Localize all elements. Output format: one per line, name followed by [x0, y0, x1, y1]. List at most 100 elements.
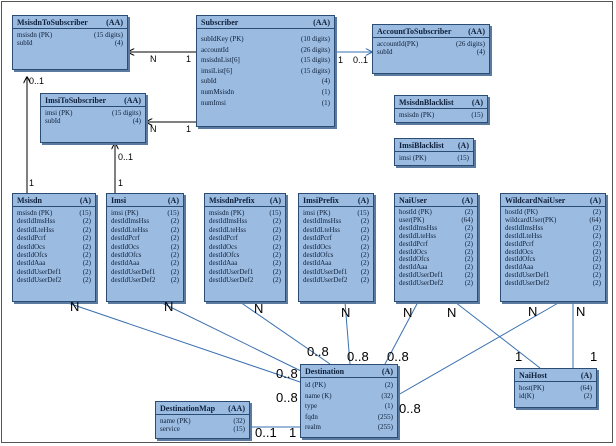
attribute-row: subId(4) — [45, 117, 141, 125]
attribute-row: imsi (PK)(15) — [303, 209, 369, 217]
entity-header: AccountToSubscriber(AA) — [373, 25, 489, 38]
multiplicity-label: 0..8 — [307, 344, 329, 359]
imsi-entity: Imsi(A) imsi (PK)(15)destIdImsHss(2)dest… — [106, 193, 184, 302]
attribute-size: (15) — [233, 425, 245, 434]
attribute-name: imsi (PK) — [399, 154, 427, 162]
multiplicity-label: N — [150, 124, 157, 134]
attribute-row: imsi (PK)(15) — [399, 154, 469, 162]
multiplicity-label: N — [70, 299, 80, 314]
entity-name: WildcardNaiUser — [505, 196, 566, 205]
attribute-list: name (PK)(32)service(15) — [156, 415, 249, 436]
attribute-row: destIdOfcs(2) — [303, 251, 369, 259]
attribute-name: imsi (PK) — [45, 109, 73, 117]
attribute-name: destIdAaa — [399, 263, 428, 272]
attribute-name: imsi (PK) — [111, 209, 139, 217]
attribute-row: accountId(PK)(26 digits) — [377, 40, 485, 48]
entity-tag: (A) — [357, 196, 369, 205]
attribute-name: subId — [17, 39, 33, 48]
nai-user-entity: NaiUser(A) hostId (PK)(2)user(PK)(64)des… — [394, 193, 478, 302]
attribute-list: subIdKey (PK)(10 digits)accountId(26 dig… — [197, 29, 334, 110]
attribute-size: (255) — [377, 412, 393, 421]
attribute-row: numMsisdn(1) — [201, 87, 330, 98]
attribute-size: (2) — [272, 234, 281, 243]
attribute-size: (2) — [272, 259, 281, 268]
attribute-size: (2) — [360, 242, 369, 251]
destination-entity: Destination(A) id (PK)(2)name (K)(32)typ… — [300, 364, 398, 438]
attribute-name: destIdOcs — [209, 242, 237, 251]
attribute-row: destIdLteHss (2) — [17, 226, 91, 234]
attribute-name: fqdn — [305, 412, 318, 421]
attribute-name: destIdLteHss — [505, 231, 542, 240]
entity-name: Destination — [305, 367, 345, 376]
attribute-size: (2) — [170, 217, 179, 226]
attribute-list: hostId (PK)(2)user(PK)(64)destIdImsHss(2… — [395, 207, 477, 290]
attribute-row: id(K)(2) — [519, 392, 592, 400]
multiplicity-label: 0..1 — [353, 55, 369, 65]
attribute-size: (2) — [360, 234, 369, 243]
attribute-size: (2) — [583, 392, 592, 401]
attribute-row: destIdOcs(2) — [17, 243, 91, 251]
entity-header: ImsiPrefix(A) — [299, 194, 373, 207]
imsi-blacklist-entity: ImsiBlacklist(A) imsi (PK)(15) — [394, 138, 474, 166]
attribute-row: destIdAaa(2) — [303, 259, 369, 267]
entity-tag: (AA) — [228, 404, 245, 413]
entity-tag: (A) — [381, 367, 393, 376]
attribute-name: destIdLteHss — [17, 225, 54, 234]
attribute-list: imsi (PK)(15)destIdImsHss(2)destIdLteHss… — [107, 207, 183, 287]
entity-header: MsisdnToSubscriber (AA) — [13, 16, 127, 29]
attribute-size: (64) — [461, 215, 473, 224]
entity-name: MsisdnToSubscriber — [17, 18, 88, 27]
multiplicity-label: N — [447, 305, 457, 320]
attribute-size: (1) — [321, 87, 330, 96]
attribute-row: destIdPcrf(2) — [209, 234, 281, 242]
attribute-name: wildcardUser(PK) — [505, 215, 557, 224]
attribute-name: destIdUserDef1 — [111, 267, 156, 276]
attribute-name: hostId (PK) — [505, 208, 538, 216]
attribute-size: (15 digits) — [301, 56, 330, 65]
msisdn-to-subscriber-entity: MsisdnToSubscriber(AA) msisdn (PK)(15 di… — [12, 15, 128, 70]
attribute-size: (1) — [321, 98, 330, 107]
attribute-size: (2) — [82, 276, 91, 285]
attribute-name: subId — [377, 48, 393, 57]
attribute-name: destIdOcs — [111, 242, 139, 251]
attribute-row: destIdAaa (2) — [209, 259, 281, 267]
attribute-size: (2) — [82, 225, 91, 234]
attribute-size: (2) — [592, 271, 601, 280]
attribute-row: destIdOfcs(2) — [111, 251, 179, 259]
multiplicity-label: N — [403, 305, 413, 320]
attribute-size: (4) — [321, 77, 330, 86]
attribute-name: destIdUserDef2 — [399, 279, 444, 288]
attribute-name: destIdAaa — [17, 259, 46, 268]
multiplicity-label: N — [254, 301, 264, 316]
entity-header: Subscriber(AA) — [197, 16, 334, 29]
msisdn-entity: Msisdn(A) msisdn (PK)(15)destIdImsHss(2)… — [12, 193, 96, 302]
attribute-row: subId(4) — [17, 39, 123, 47]
attribute-name: realm — [305, 423, 321, 432]
attribute-row: destIdOcs(2) — [209, 243, 281, 251]
attribute-row: name (K)(32) — [305, 391, 393, 402]
entity-tag: (AA) — [106, 18, 123, 27]
multiplicity-label: 0..8 — [387, 349, 409, 364]
link-imsiprefix-destination — [344, 301, 351, 365]
attribute-name: destIdPcrf — [17, 234, 46, 243]
attribute-name: destIdAaa — [209, 259, 238, 268]
entity-tag: (A) — [457, 141, 469, 150]
multiplicity-label: 0..1 — [29, 76, 45, 86]
entity-name: Imsi — [111, 196, 127, 205]
attribute-row: numImsi(1) — [201, 98, 330, 109]
attribute-row: destIdImsHss(2) — [505, 224, 601, 233]
attribute-row: msisdn (PK)(15) — [399, 111, 483, 119]
attribute-size: (2) — [360, 217, 369, 226]
attribute-name: hostId (PK) — [399, 208, 432, 216]
attribute-size: (10 digits) — [301, 35, 330, 43]
attribute-name: destIdLteHss — [303, 225, 340, 234]
attribute-name: id (PK) — [305, 381, 326, 389]
wildcard-nai-user-entity: WildcardNaiUser (A) hostId (PK) (2) wildcar… — [500, 193, 606, 302]
attribute-size: (2) — [464, 239, 473, 248]
attribute-name: name (PK) — [160, 417, 191, 425]
attribute-row: destIdOfcs(2) — [399, 256, 473, 264]
entity-tag: (A) — [589, 196, 601, 205]
attribute-name: name (K) — [305, 391, 332, 400]
attribute-size: (2) — [592, 279, 601, 288]
attribute-size: (2) — [272, 276, 281, 285]
